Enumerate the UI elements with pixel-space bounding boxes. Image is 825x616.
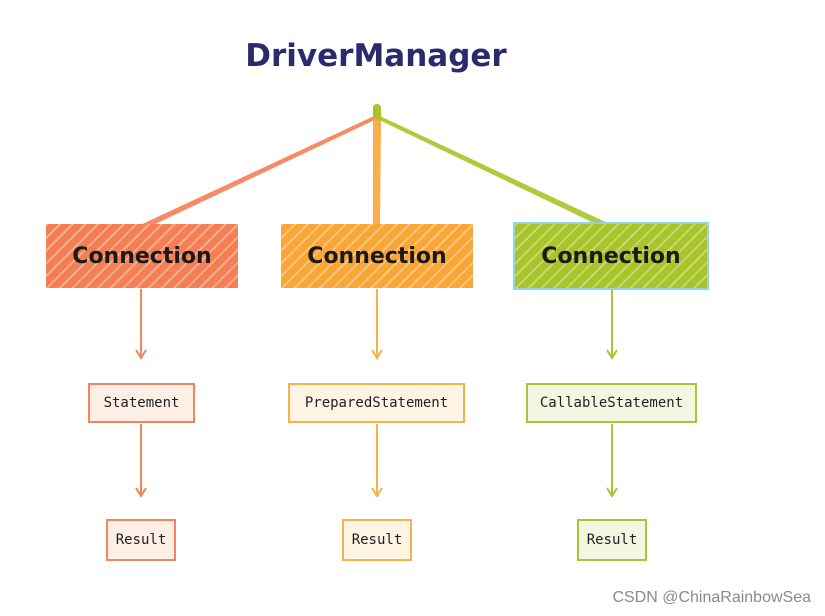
callable-statement-node: CallableStatement (526, 383, 697, 423)
branch-to-connection-1 (138, 117, 381, 226)
result-node-2: Result (342, 519, 412, 561)
arrow-prepared-statement-to-result (371, 424, 383, 498)
connection-node-2: Connection (281, 224, 473, 288)
branch-to-connection-2 (373, 117, 381, 226)
arrow-connection-to-callable-statement (606, 289, 618, 360)
result-node-1: Result (106, 519, 176, 561)
branch-to-connection-3 (373, 117, 614, 226)
connection-node-3: Connection (513, 222, 709, 290)
watermark: CSDN @ChinaRainbowSea (612, 589, 811, 606)
arrow-connection-to-statement (135, 289, 147, 360)
connection-node-1: Connection (46, 224, 238, 288)
prepared-statement-node: PreparedStatement (288, 383, 465, 423)
result-node-3: Result (577, 519, 647, 561)
arrow-statement-to-result (135, 424, 147, 498)
statement-node: Statement (88, 383, 195, 423)
diagram-title: DriverManager (245, 38, 507, 74)
arrow-callable-statement-to-result (606, 424, 618, 498)
arrow-connection-to-prepared-statement (371, 289, 383, 360)
